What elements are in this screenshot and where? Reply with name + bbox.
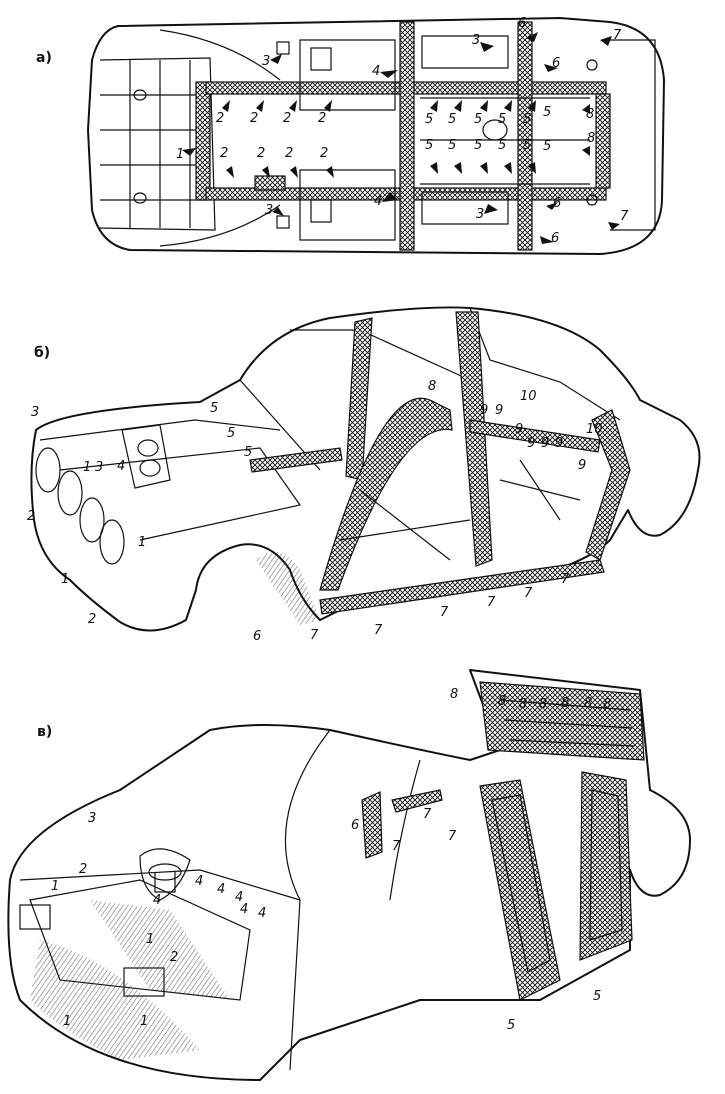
callout-a-0: 1 (176, 147, 184, 162)
panel-c-body-drawing (7, 669, 691, 1081)
panel-label-c: в) (37, 724, 52, 740)
callout-c-12: 4 (258, 906, 266, 921)
callout-a-25: 5 (523, 138, 531, 153)
callout-a-28: 6 (552, 56, 560, 71)
callout-a-9: 3 (262, 54, 270, 69)
callout-a-8: 2 (320, 146, 328, 161)
callout-b-0: 1 (83, 460, 91, 475)
callout-c-22: 8 (584, 696, 592, 711)
callout-b-2: 4 (117, 459, 125, 474)
callout-a-24: 5 (498, 138, 506, 153)
callout-b-3: 3 (31, 405, 39, 420)
callout-b-19: 9 (480, 403, 488, 418)
callout-c-18: 8 (498, 694, 506, 709)
callout-c-17: 8 (450, 687, 458, 702)
callout-a-2: 2 (250, 111, 258, 126)
callout-a-18: 5 (498, 112, 506, 127)
callout-b-12: 7 (310, 628, 319, 643)
callout-c-19: 8 (519, 697, 527, 712)
callout-a-21: 5 (425, 138, 433, 153)
callout-a-23: 5 (474, 138, 482, 153)
callout-c-13: 6 (351, 818, 359, 833)
callout-c-15: 7 (423, 807, 432, 822)
callout-a-4: 2 (318, 111, 326, 126)
callout-c-5: 1 (63, 1014, 71, 1029)
callout-b-25: 9 (541, 436, 549, 451)
callout-c-10: 4 (153, 893, 161, 908)
callout-a-1: 2 (216, 111, 224, 126)
callout-b-9: 5 (227, 426, 235, 441)
callout-a-22: 5 (448, 138, 456, 153)
callout-a-26: 5 (543, 139, 551, 154)
callout-b-7: 2 (88, 612, 96, 627)
callout-b-13: 7 (374, 623, 383, 638)
callout-b-23: 9 (515, 422, 523, 437)
callout-c-0: 3 (88, 811, 96, 826)
callout-b-24: 9 (527, 436, 535, 451)
callout-a-32: 7 (620, 209, 629, 224)
callout-a-14: 4 (374, 194, 382, 209)
panel-label-a: а) (36, 50, 52, 66)
callout-a-29: 6 (553, 196, 561, 211)
callout-a-5: 2 (220, 146, 228, 161)
callout-a-33: 8 (586, 107, 594, 122)
callout-c-2: 1 (51, 879, 59, 894)
callout-a-13: 4 (372, 64, 380, 79)
callout-b-14: 7 (440, 605, 449, 620)
callout-c-9: 4 (235, 890, 243, 905)
callout-c-24: 5 (507, 1018, 515, 1033)
panel-b-body-drawing (30, 306, 701, 632)
callout-a-11: 3 (265, 203, 273, 218)
callout-b-8: 5 (210, 401, 218, 416)
panel-a-underbody-drawing (87, 17, 665, 255)
callout-c-23: 8 (603, 697, 611, 712)
callout-c-7: 4 (195, 874, 203, 889)
callout-b-10: 5 (244, 445, 252, 460)
callout-c-4: 2 (170, 950, 178, 965)
callout-b-5: 1 (138, 535, 146, 550)
callout-a-15: 5 (425, 112, 433, 127)
callout-c-25: 5 (593, 989, 601, 1004)
callout-c-20: 8 (539, 697, 547, 712)
callout-a-6: 2 (257, 146, 265, 161)
callout-a-16: 5 (448, 112, 456, 127)
callout-c-8: 4 (217, 882, 225, 897)
callout-a-27: 6 (518, 16, 526, 31)
callout-b-4: 2 (27, 509, 35, 524)
callout-a-3: 2 (283, 111, 291, 126)
callout-b-27: 9 (578, 458, 586, 473)
callout-b-16: 7 (524, 586, 533, 601)
callout-c-21: 8 (561, 696, 569, 711)
callout-a-31: 7 (613, 28, 622, 43)
callout-b-6: 1 (61, 572, 69, 587)
callout-a-34: 8 (587, 131, 595, 146)
panel-label-b: б) (34, 345, 50, 361)
callout-c-6: 1 (140, 1014, 148, 1029)
callout-b-21: 10 (520, 389, 537, 404)
callout-a-17: 5 (474, 112, 482, 127)
callout-a-19: 5 (523, 112, 531, 127)
callout-b-17: 7 (561, 572, 570, 587)
callout-b-22: 10 (586, 422, 603, 437)
callout-a-30: 6 (551, 231, 559, 246)
callout-b-1: 3 (95, 460, 103, 475)
callout-b-18: 8 (428, 379, 436, 394)
callout-a-12: 3 (476, 207, 484, 222)
callout-b-20: 9 (495, 403, 503, 418)
callout-b-26: 9 (555, 436, 563, 451)
callout-a-20: 5 (543, 105, 551, 120)
callout-c-3: 1 (146, 932, 154, 947)
callout-a-10: 3 (472, 33, 480, 48)
callout-c-1: 2 (79, 862, 87, 877)
callout-c-11: 4 (240, 902, 248, 917)
callout-a-7: 2 (285, 146, 293, 161)
callout-b-11: 6 (253, 629, 261, 644)
callout-c-14: 7 (392, 839, 401, 854)
callout-c-16: 7 (448, 829, 457, 844)
callout-b-15: 7 (487, 595, 496, 610)
